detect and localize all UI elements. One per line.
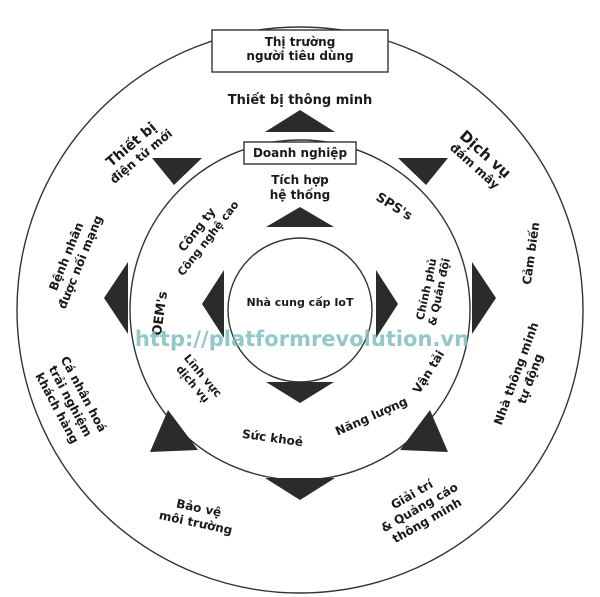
outer-arrow-top bbox=[265, 110, 335, 132]
outer-arrow-bottom-right bbox=[400, 410, 448, 452]
watermark-text: http://platformrevolution.vn bbox=[135, 327, 469, 351]
outer-item-nha-thong-minh: Nhà thông minh tự động bbox=[491, 320, 546, 427]
inner-ring bbox=[227, 237, 373, 383]
outer-arrow-bottom bbox=[265, 478, 335, 500]
inner-arrow-bottom bbox=[266, 382, 334, 403]
outer-item-giai-tri: Giải trí & Quảng cáo thông minh bbox=[379, 477, 464, 546]
inner-arrow-right bbox=[376, 270, 398, 338]
middle-item-van-tai: Vận tải bbox=[410, 348, 447, 396]
outer-arrow-right bbox=[472, 262, 496, 334]
outer-top-tab-line2: người tiêu dùng bbox=[246, 49, 353, 63]
middle-item-linh-vuc: Lĩnh vực dịch vụ bbox=[173, 352, 224, 406]
outer-top-tab bbox=[211, 29, 389, 73]
outer-item-cam-bien: Cảm biến bbox=[520, 221, 543, 285]
middle-item-oems: OEM's bbox=[150, 290, 171, 336]
outer-arrow-left bbox=[104, 262, 128, 334]
middle-item-chinh-phu: Chính phủ & Quân đội bbox=[414, 257, 453, 327]
outer-top-tab-line1: Thị trường bbox=[265, 35, 336, 49]
middle-top-tab bbox=[243, 141, 357, 165]
outer-item-ca-nhan-hoa: Cá nhân hoá trải nghiệm khách hàng bbox=[32, 354, 109, 446]
outer-item-bao-ve: Bảo vệ môi trường bbox=[158, 496, 234, 537]
middle-item-tich-hop-1: Tích hợp bbox=[271, 173, 329, 187]
middle-item-cong-ty: Công ty Công nghệ cao bbox=[175, 198, 242, 278]
outer-arrow-top-right bbox=[398, 158, 448, 185]
middle-item-suc-khoe: Sức khoẻ bbox=[241, 427, 304, 449]
middle-top-tab-label: Doanh nghiệp bbox=[253, 146, 347, 160]
inner-arrow-left bbox=[202, 270, 224, 338]
middle-item-sps: SPS's bbox=[373, 190, 415, 224]
outer-arrows bbox=[104, 110, 496, 500]
outer-item-dich-vu: Dịch vụ đám mây bbox=[447, 127, 515, 192]
outer-item-thiet-bi-thong-minh: Thiết bị thông minh bbox=[228, 93, 372, 108]
outer-arrow-top-left bbox=[152, 158, 202, 185]
outer-item-thiet-bi-dien-tu: Thiết bị điện tử mới bbox=[103, 119, 175, 187]
inner-arrows bbox=[202, 207, 398, 403]
middle-item-nang-luong: Năng lượng bbox=[333, 394, 409, 438]
outer-item-benh-nhan: Bệnh nhân được nối mạng bbox=[46, 213, 105, 310]
outer-ring bbox=[16, 26, 584, 594]
middle-item-tich-hop-2: hệ thống bbox=[270, 188, 331, 202]
outer-arrow-bottom-left bbox=[150, 410, 198, 452]
center-label: Nhà cung cấp IoT bbox=[247, 296, 354, 309]
inner-arrow-top bbox=[266, 207, 334, 227]
